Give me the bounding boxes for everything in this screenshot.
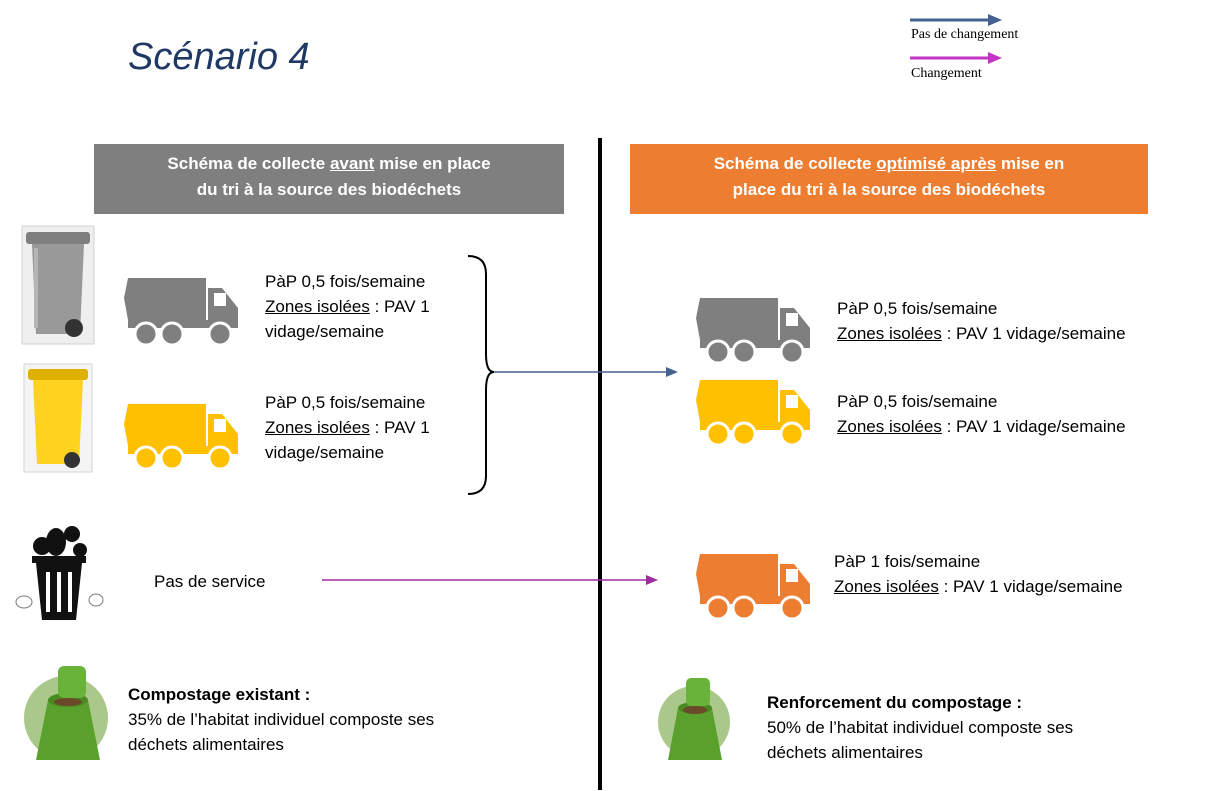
grey-truck-icon-right: [696, 298, 810, 365]
right-header-text-end: mise en: [996, 154, 1065, 173]
column-divider: [598, 138, 602, 790]
grouping-bracket: [467, 255, 495, 495]
no-change-arrow-head: [666, 367, 678, 377]
page-title: Scénario 4: [128, 36, 310, 78]
left-header-line2: du tri à la source des biodéchets: [196, 180, 462, 199]
right-compost-line2: déchets alimentaires: [767, 743, 923, 762]
legend-no-change-arrow: [910, 14, 1002, 26]
right-yellow-zone-rest: : PAV 1 vidage/semaine: [941, 417, 1126, 436]
left-grey-description: PàP 0,5 fois/semaine Zones isolées : PAV…: [265, 269, 430, 344]
yellow-bin-icon: [23, 363, 93, 473]
right-grey-description: PàP 0,5 fois/semaine Zones isolées : PAV…: [837, 296, 1126, 346]
right-bio-zone-label: Zones isolées: [834, 577, 939, 596]
biowaste-bin-icon: [15, 526, 104, 620]
legend-no-change-label: Pas de changement: [911, 27, 1019, 42]
left-header-text: Schéma de collecte: [167, 154, 330, 173]
change-arrow: [322, 575, 658, 585]
right-header-line2: place du tri à la source des biodéchets: [732, 180, 1046, 199]
left-header-text-end: mise en place: [374, 154, 491, 173]
left-compost-text: Compostage existant : 35% de l’habitat i…: [128, 682, 434, 757]
left-yellow-zone-rest: : PAV 1: [369, 418, 430, 437]
left-compost-line2: déchets alimentaires: [128, 735, 284, 754]
left-yellow-line1: PàP 0,5 fois/semaine: [265, 393, 426, 412]
no-service-label: Pas de service: [154, 572, 266, 591]
legend-change-label: Changement: [911, 66, 982, 81]
right-yellow-description: PàP 0,5 fois/semaine Zones isolées : PAV…: [837, 389, 1126, 439]
right-bio-line1: PàP 1 fois/semaine: [834, 552, 981, 571]
left-grey-zone-rest: : PAV 1: [369, 297, 430, 316]
grey-truck-icon: [124, 278, 238, 347]
left-yellow-description: PàP 0,5 fois/semaine Zones isolées : PAV…: [265, 390, 430, 465]
right-header: Schéma de collecte optimisé après mise e…: [630, 144, 1148, 214]
left-yellow-line3: vidage/semaine: [265, 443, 385, 462]
right-grey-zone-label: Zones isolées: [837, 324, 942, 343]
right-compost-text: Renforcement du compostage : 50% de l’ha…: [767, 690, 1073, 765]
orange-truck-icon: [696, 554, 810, 621]
grey-bin-icon: [21, 225, 95, 345]
left-yellow-zone-label: Zones isolées: [265, 418, 370, 437]
left-grey-zone-label: Zones isolées: [265, 297, 370, 316]
right-header-emphasis: optimisé après: [876, 154, 997, 173]
right-grey-line1: PàP 0,5 fois/semaine: [837, 299, 998, 318]
legend-change-arrow: [910, 52, 1002, 64]
right-yellow-line1: PàP 0,5 fois/semaine: [837, 392, 998, 411]
no-change-connector: [467, 255, 678, 495]
compost-bin-icon: [24, 666, 108, 760]
legend-arrows: [910, 14, 1002, 64]
yellow-truck-icon-right: [696, 380, 810, 447]
left-grey-line3: vidage/semaine: [265, 322, 385, 341]
left-header: Schéma de collecte avant mise en place d…: [94, 144, 564, 214]
right-header-text: Schéma de collecte: [713, 154, 877, 173]
left-header-emphasis: avant: [329, 154, 375, 173]
right-yellow-zone-label: Zones isolées: [837, 417, 942, 436]
right-bio-description: PàP 1 fois/semaine Zones isolées : PAV 1…: [834, 549, 1123, 599]
right-bio-zone-rest: : PAV 1 vidage/semaine: [938, 577, 1123, 596]
right-compost-line1: 50% de l’habitat individuel composte ses: [767, 718, 1074, 737]
right-grey-zone-rest: : PAV 1 vidage/semaine: [941, 324, 1126, 343]
left-compost-heading: Compostage existant :: [128, 685, 311, 704]
left-compost-line1: 35% de l’habitat individuel composte ses: [128, 710, 435, 729]
right-compost-heading: Renforcement du compostage :: [767, 693, 1023, 712]
compost-bin-icon-right: [658, 678, 730, 760]
left-grey-line1: PàP 0,5 fois/semaine: [265, 272, 426, 291]
yellow-truck-icon: [124, 404, 238, 471]
